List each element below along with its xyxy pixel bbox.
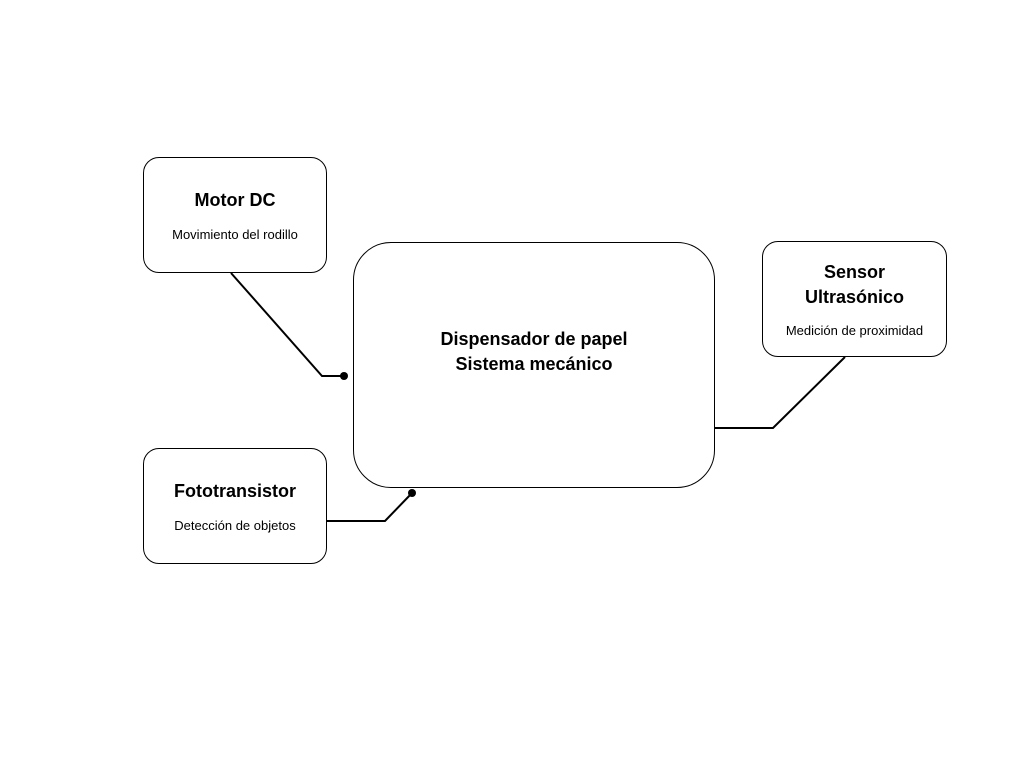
sensor-ultrasonico-subtitle: Medición de proximidad	[785, 322, 924, 338]
dispensador-title: Dispensador de papel Sistema mecánico	[440, 327, 627, 377]
motor-dc-box: Motor DC Movimiento del rodillo	[143, 157, 327, 273]
sensor-title-line2: Ultrasónico	[804, 286, 905, 307]
motor-connector-endpoint	[340, 372, 348, 380]
fototransistor-title: Fototransistor	[173, 480, 296, 501]
fototransistor-box: Fototransistor Detección de objetos	[143, 448, 327, 564]
fototransistor-connector-endpoint	[408, 489, 416, 497]
sensor-ultrasonico-title: Sensor Ultrasónico	[805, 260, 904, 310]
dispensador-title-line2: Sistema mecánico	[455, 354, 613, 374]
sensor-ultrasonico-box: Sensor Ultrasónico Medición de proximida…	[762, 241, 947, 357]
sensor-title-line1: Sensor	[823, 261, 886, 282]
motor-dc-subtitle: Movimiento del rodillo	[172, 226, 298, 242]
dispensador-box: Dispensador de papel Sistema mecánico	[353, 242, 715, 488]
fototransistor-subtitle: Detección de objetos	[174, 517, 296, 533]
dispensador-title-line1: Dispensador de papel	[440, 329, 628, 349]
motor-dc-title: Motor DC	[194, 189, 276, 210]
fototransistor-connector	[327, 492, 413, 522]
motor-connector	[230, 272, 344, 377]
